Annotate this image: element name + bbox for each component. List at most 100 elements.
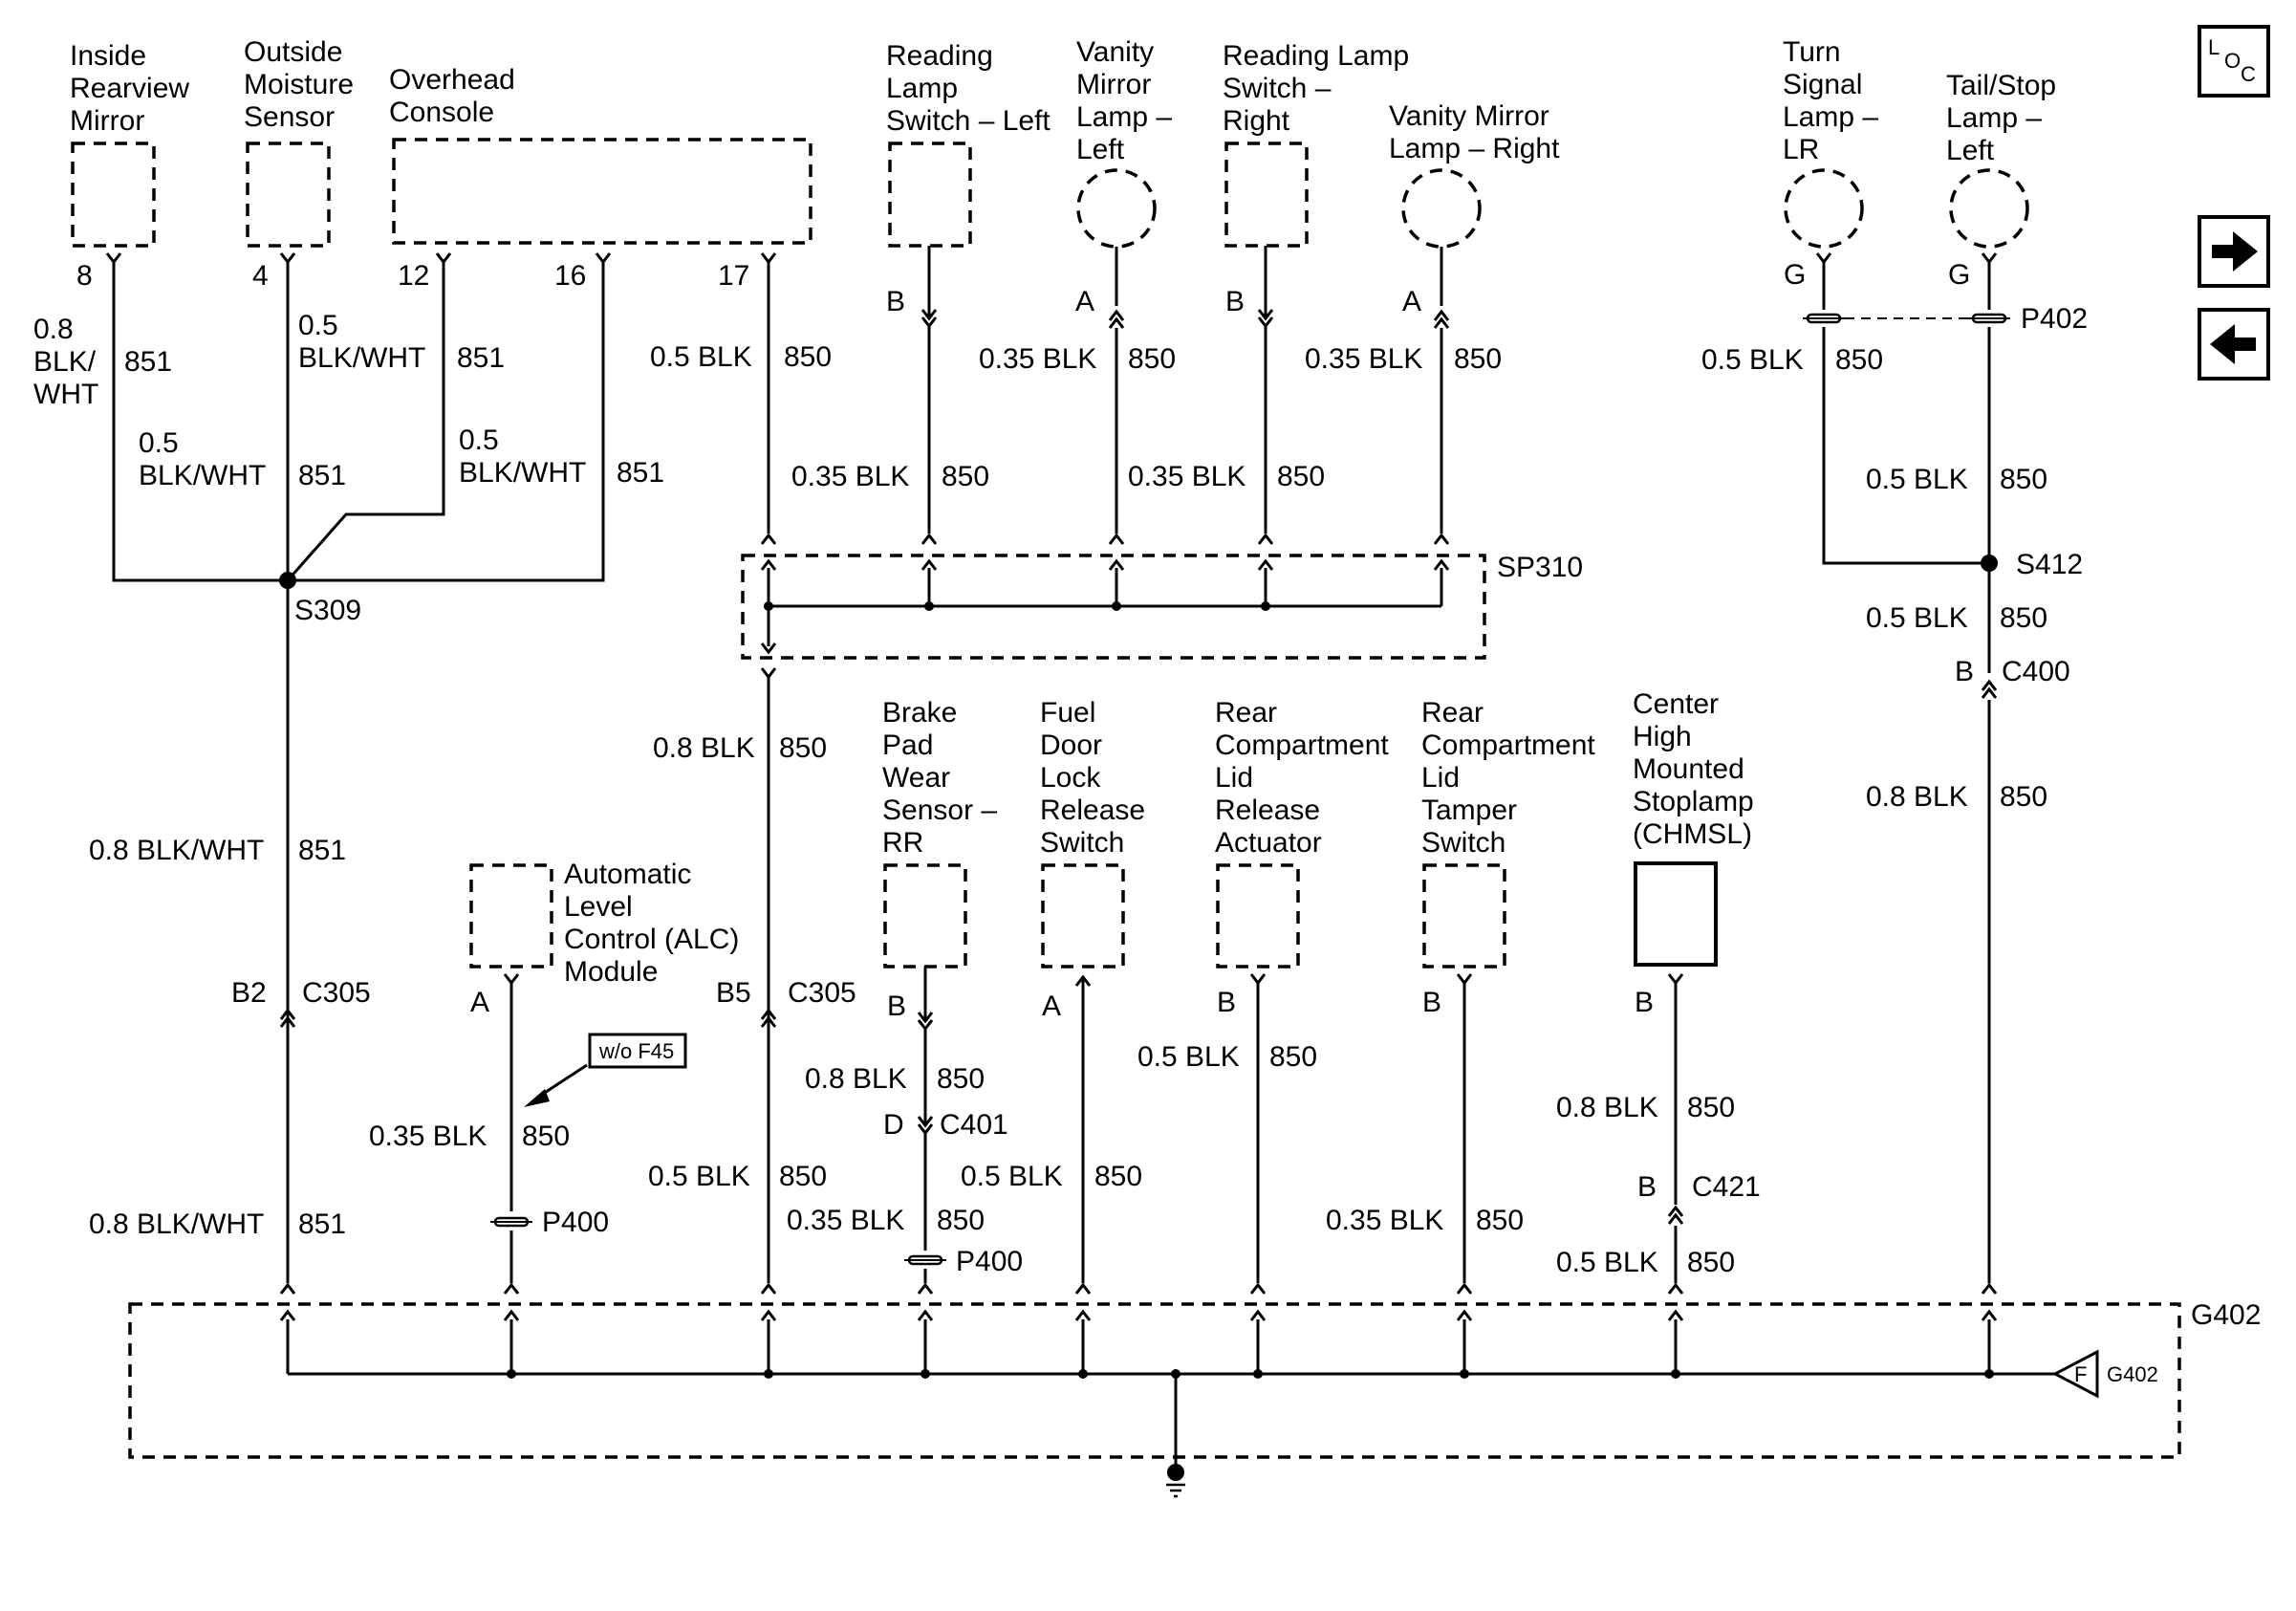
pin-chmsl-b: B <box>1635 987 1654 1018</box>
pin-rll-b: B <box>886 286 905 317</box>
ground-flag-f: F G402 <box>2051 1349 2158 1399</box>
wire-c401-circuit: 850 <box>937 1205 985 1236</box>
connector-c305-a: C305 <box>302 977 371 1009</box>
pin-vll-a: A <box>1075 286 1094 317</box>
pin-c400-b: B <box>1955 656 1974 687</box>
arrow-left-icon[interactable] <box>2198 308 2270 381</box>
rear-lid-tamper-label: Rear Compartment Lid Tamper Switch <box>1421 697 1603 859</box>
wire-8-label: 0.8 BLK/ WHT <box>33 314 103 410</box>
pin-12: 12 <box>398 260 429 292</box>
wire-bps-circuit: 850 <box>937 1063 985 1095</box>
pin-ts-g: G <box>1784 259 1806 291</box>
reading-lamp-left-box <box>888 142 972 248</box>
chmsl-box <box>1634 861 1718 967</box>
pin-c401-d: D <box>883 1109 904 1141</box>
vanity-lamp-right-bulb <box>1401 168 1482 249</box>
connector-p402: P402 <box>2021 303 2088 335</box>
reading-lamp-right-label: Reading Lamp Switch – Right <box>1223 40 1417 137</box>
wire-s309-down-circuit: 851 <box>298 835 346 866</box>
wire-tsl-label: 0.5 BLK <box>1866 464 1968 495</box>
turn-signal-lr-label: Turn Signal Lamp – LR <box>1783 36 1886 165</box>
brake-pad-sensor-box <box>883 863 967 969</box>
wire-ts-circuit: 850 <box>1835 344 1883 376</box>
pin-c421-b: B <box>1637 1171 1657 1203</box>
connector-p400-b: P400 <box>956 1246 1023 1277</box>
pin-alc-a: A <box>470 987 489 1018</box>
ground-bus-g402 <box>128 1302 2181 1459</box>
svg-text:L: L <box>2208 35 2220 59</box>
wire-ts-label: 0.5 BLK <box>1701 344 1804 376</box>
wire-rla-label: 0.5 BLK <box>1137 1041 1240 1073</box>
splice-s412-label: S412 <box>2016 549 2083 580</box>
pin-16: 16 <box>554 260 586 292</box>
wire-alc-circuit: 850 <box>522 1121 570 1152</box>
pin-8: 8 <box>76 260 93 292</box>
vanity-lamp-right-label: Vanity Mirror Lamp – Right <box>1389 100 1560 164</box>
splice-s412-dot <box>1981 555 1998 572</box>
connector-c401: C401 <box>940 1109 1008 1141</box>
pin-rlr-b: B <box>1225 286 1245 317</box>
connector-c421: C421 <box>1692 1171 1761 1203</box>
wire-12-circuit: 851 <box>617 457 664 489</box>
location-icon[interactable]: L O C <box>2198 25 2270 98</box>
alc-module-label: Automatic Level Control (ALC) Module <box>564 859 747 988</box>
svg-text:O: O <box>2224 49 2241 73</box>
svg-text:G402: G402 <box>2107 1362 2158 1386</box>
wire-tsl-circuit: 850 <box>2000 464 2047 495</box>
connector-p400-a: P400 <box>542 1207 609 1238</box>
brake-pad-sensor-label: Brake Pad Wear Sensor – RR <box>882 697 1005 859</box>
overhead-console-label: Overhead Console <box>389 64 523 128</box>
chmsl-label: Center High Mounted Stoplamp (CHMSL) <box>1633 688 1762 850</box>
reading-lamp-left-label: Reading Lamp Switch – Left <box>886 40 1051 137</box>
moisture-sensor-label: Outside Moisture Sensor <box>244 36 361 133</box>
reading-lamp-right-box <box>1224 142 1309 248</box>
tail-stop-left-bulb <box>1949 168 2029 249</box>
wire-chmsl-circuit: 850 <box>1687 1092 1735 1123</box>
wire-rla-circuit: 850 <box>1269 1041 1317 1073</box>
wire-s412-label: 0.5 BLK <box>1866 602 1968 634</box>
fuel-door-switch-label: Fuel Door Lock Release Switch <box>1040 697 1153 859</box>
ground-icon <box>1166 1464 1185 1498</box>
wire-rll-label: 0.35 BLK <box>791 461 909 492</box>
tail-stop-left-label: Tail/Stop Lamp – Left <box>1946 70 2064 166</box>
connector-c305-b: C305 <box>788 977 856 1009</box>
vanity-lamp-left-label: Vanity Mirror Lamp – Left <box>1076 36 1180 165</box>
wire-sp310-out-label: 0.8 BLK <box>653 732 755 764</box>
wire-c421-circuit: 850 <box>1687 1247 1735 1278</box>
wire-vll-circuit: 850 <box>1128 343 1176 375</box>
wire-fds-circuit: 850 <box>1094 1161 1142 1192</box>
rear-lid-actuator-box <box>1216 863 1300 969</box>
pin-rla-b: B <box>1217 987 1236 1018</box>
note-wo-f45: w/o F45 <box>524 1033 687 1107</box>
wire-sp310-out-circuit: 850 <box>779 732 827 764</box>
wire-s309-down-label: 0.8 BLK/WHT <box>89 835 264 866</box>
wire-c401-label: 0.35 BLK <box>787 1205 904 1236</box>
wire-17-circuit: 850 <box>784 341 832 373</box>
connector-c400: C400 <box>2002 656 2070 687</box>
splice-s309-dot <box>279 572 296 589</box>
inside-mirror-box <box>71 142 156 248</box>
wire-fds-label: 0.5 BLK <box>961 1161 1063 1192</box>
pin-tsl-g: G <box>1948 259 1970 291</box>
wire-rll-circuit: 850 <box>942 461 989 492</box>
wire-c400-label: 0.8 BLK <box>1866 781 1968 813</box>
ground-g402-label: G402 <box>2191 1299 2261 1331</box>
pin-b5: B5 <box>716 977 751 1009</box>
arrow-right-icon[interactable] <box>2198 215 2270 288</box>
wire-alc-label: 0.35 BLK <box>369 1121 487 1152</box>
svg-text:w/o F45: w/o F45 <box>598 1039 674 1063</box>
pin-bps-b: B <box>887 991 906 1022</box>
pin-b2: B2 <box>231 977 267 1009</box>
splice-pack-sp310-label: SP310 <box>1497 552 1583 583</box>
ground-bus-inner <box>279 1283 2055 1468</box>
wire-vll-label: 0.35 BLK <box>979 343 1096 375</box>
pin-rlt-b: B <box>1422 987 1441 1018</box>
wire-4-label: 0.5 BLK/WHT <box>298 310 425 374</box>
fuel-door-switch-box <box>1041 863 1125 969</box>
wire-851-bottom-label: 0.8 BLK/WHT <box>89 1208 264 1240</box>
sp310-inner <box>760 533 1450 679</box>
rear-lid-actuator-label: Rear Compartment Lid Release Actuator <box>1215 697 1397 859</box>
wire-s412-circuit: 850 <box>2000 602 2047 634</box>
rear-lid-tamper-box <box>1422 863 1506 969</box>
